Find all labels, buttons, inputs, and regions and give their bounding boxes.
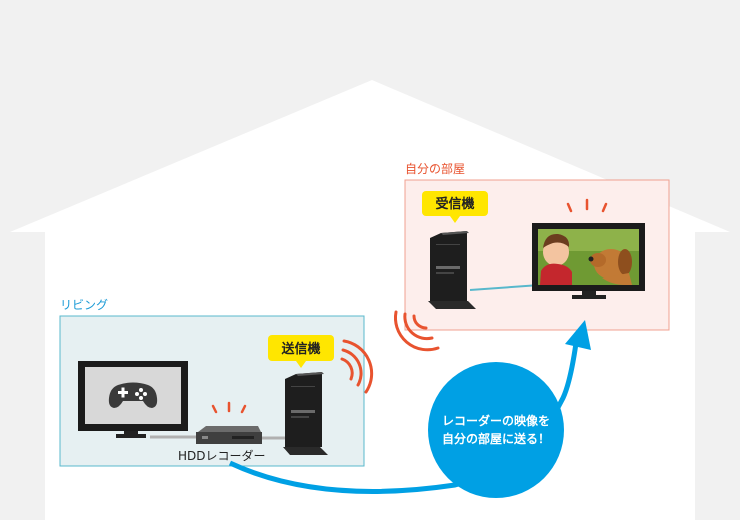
hdd-recorder-label: HDDレコーダー: [178, 449, 266, 463]
game-controller-icon: [108, 382, 158, 408]
receiver-device: [428, 231, 476, 309]
my-room-label: 自分の部屋: [405, 162, 466, 176]
boy-and-dog-photo: [540, 233, 632, 285]
callout-line-1: レコーダーの映像を: [441, 414, 550, 428]
cable-receiver-tv: [469, 284, 541, 291]
tv-signal-icon: [566, 198, 608, 213]
living-room-label: リビング: [60, 298, 109, 312]
transmitter-device: [283, 372, 328, 455]
transmitter-badge-shape: [268, 335, 334, 368]
receiver-badge-label: 受信機: [435, 197, 475, 212]
callout-text: レコーダーの映像を 自分の部屋に送る！: [428, 412, 564, 448]
receiver-badge-shape: [422, 191, 488, 223]
hdd-recorder: [196, 426, 262, 444]
transmitter-badge-label: 送信機: [281, 342, 321, 357]
signal-arrow-head: [565, 320, 591, 350]
callout-circle: [428, 362, 564, 498]
receiver-wave-icon: [394, 310, 440, 352]
callout-line-2: 自分の部屋に送る！: [441, 432, 550, 446]
transmitter-wave-icon: [340, 339, 374, 394]
recorder-signal-icon: [211, 401, 247, 414]
